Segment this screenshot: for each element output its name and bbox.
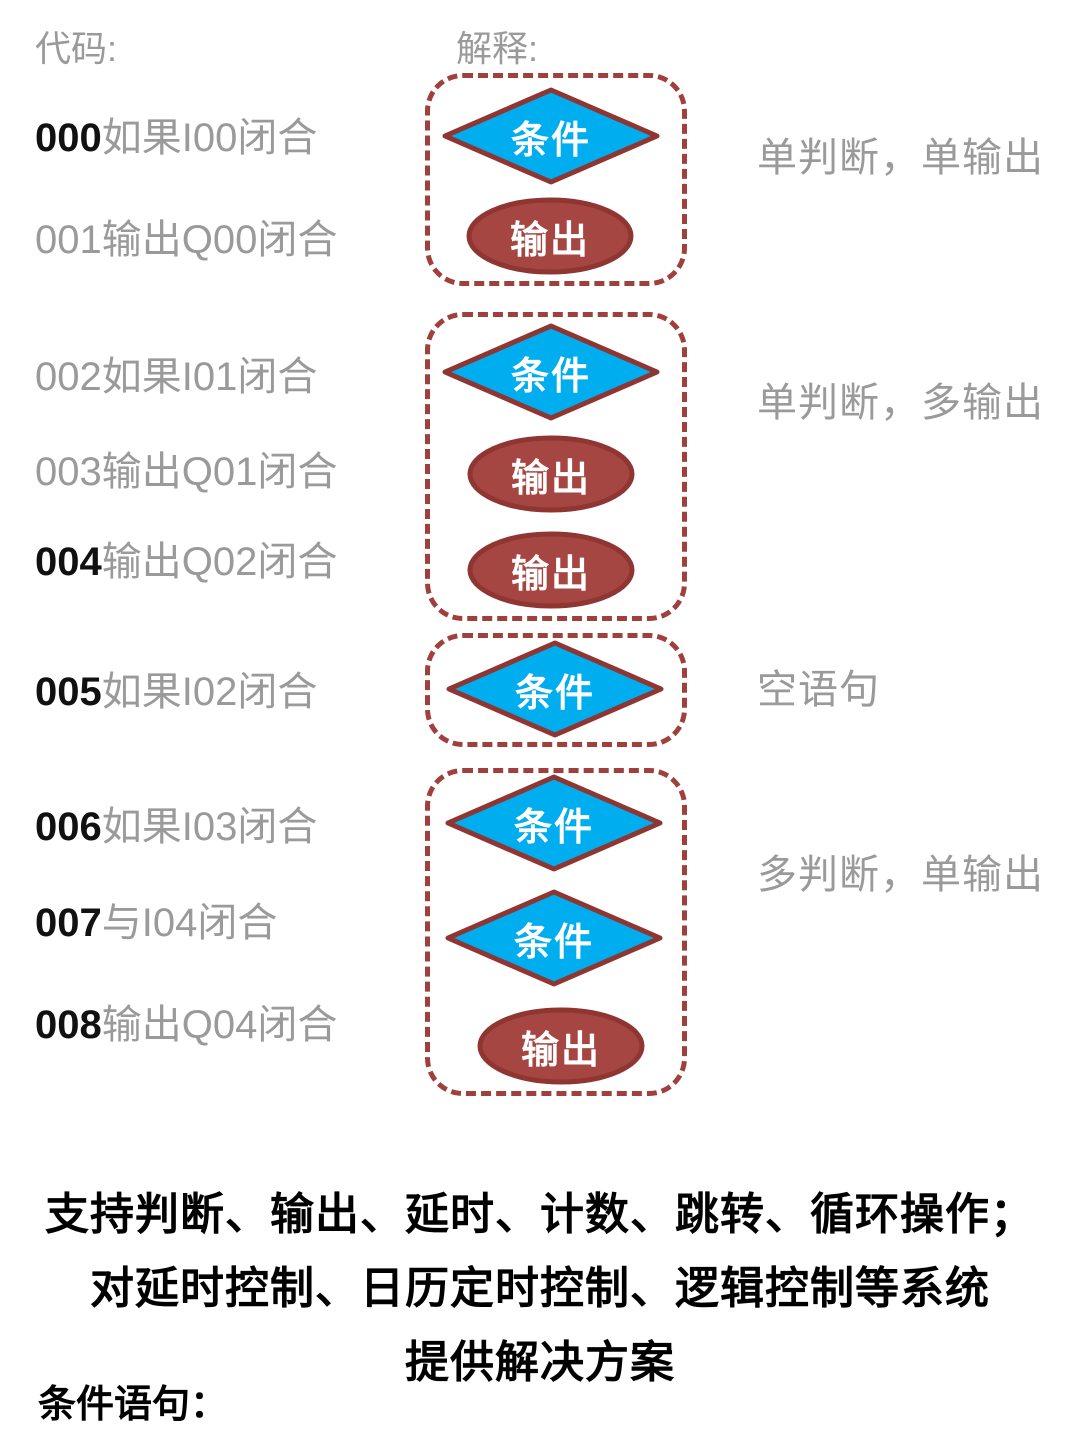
code-line-number: 003 <box>35 450 102 494</box>
diamond-shape-icon <box>442 87 660 185</box>
output-ellipse: 输出 <box>466 530 636 610</box>
code-line-008: 008输出Q04闭合 <box>35 1005 337 1045</box>
shape-label: 输出 <box>510 457 591 500</box>
code-line-number: 004 <box>35 540 102 584</box>
condition-diamond: 条件 <box>444 773 664 873</box>
code-line-007: 007与I04闭合 <box>35 903 277 943</box>
condition-diamond: 条件 <box>444 888 664 988</box>
flow-group-4: 条件 条件 输出 <box>425 768 687 1096</box>
condition-diamond: 条件 <box>445 639 665 739</box>
shape-label: 条件 <box>510 119 591 162</box>
flow-group-3: 条件 <box>425 633 687 747</box>
annotation-empty-statement: 空语句 <box>757 668 880 712</box>
section-title-condition-statement: 条件语句： <box>38 1384 229 1426</box>
code-line-text: 输出Q01闭合 <box>101 450 338 494</box>
code-line-text: 如果I00闭合 <box>101 116 318 160</box>
ellipse-shape-icon <box>466 197 634 275</box>
code-line-text: 输出Q02闭合 <box>101 540 338 584</box>
code-line-002: 002如果I01闭合 <box>35 357 317 397</box>
feature-summary-paragraph: 支持判断、输出、延时、计数、跳转、循环操作； 对延时控制、日历定时控制、逻辑控制… <box>0 1178 1080 1400</box>
code-line-number: 007 <box>35 901 102 945</box>
output-ellipse: 输出 <box>476 1006 646 1086</box>
code-line-number: 000 <box>35 116 102 160</box>
shape-label: 条件 <box>510 355 591 398</box>
output-ellipse: 输出 <box>466 434 636 514</box>
annotation-single-judge-single-output: 单判断，单输出 <box>757 136 1044 180</box>
code-line-text: 与I04闭合 <box>101 901 278 945</box>
shape-label: 输出 <box>510 553 591 596</box>
code-line-number: 001 <box>35 218 102 262</box>
annotation-multi-judge-single-output: 多判断，单输出 <box>757 853 1044 897</box>
code-line-text: 输出Q04闭合 <box>101 1003 338 1047</box>
code-line-number: 006 <box>35 805 102 849</box>
shape-label: 条件 <box>513 806 594 849</box>
diamond-shape-icon <box>446 640 664 738</box>
code-line-text: 如果I02闭合 <box>101 670 318 714</box>
code-line-005: 005如果I02闭合 <box>35 672 317 712</box>
condition-diamond: 条件 <box>441 86 661 186</box>
diamond-shape-icon <box>445 774 663 872</box>
diamond-shape-icon <box>445 889 663 987</box>
flow-group-2: 条件 输出 输出 <box>425 312 687 621</box>
code-line-000: 000如果I00闭合 <box>35 118 317 158</box>
condition-diamond: 条件 <box>441 322 661 422</box>
output-ellipse: 输出 <box>465 196 635 276</box>
code-line-number: 002 <box>35 355 102 399</box>
explain-column-header: 解释: <box>456 28 539 69</box>
summary-line: 提供解决方案 <box>405 1338 675 1387</box>
annotation-single-judge-multi-output: 单判断，多输出 <box>757 381 1044 425</box>
ellipse-shape-icon <box>467 531 635 609</box>
code-line-number: 008 <box>35 1003 102 1047</box>
shape-label: 输出 <box>520 1029 601 1072</box>
code-line-text: 如果I01闭合 <box>101 355 318 399</box>
ellipse-shape-icon <box>467 435 635 513</box>
code-line-003: 003输出Q01闭合 <box>35 452 337 492</box>
summary-line: 支持判断、输出、延时、计数、跳转、循环操作； <box>45 1190 1035 1239</box>
shape-label: 输出 <box>509 219 590 262</box>
code-line-number: 005 <box>35 670 102 714</box>
shape-label: 条件 <box>514 672 595 715</box>
code-column-header: 代码: <box>35 28 118 69</box>
code-line-text: 输出Q00闭合 <box>101 218 338 262</box>
ellipse-shape-icon <box>477 1007 645 1085</box>
flow-group-1: 条件 输出 <box>425 73 687 286</box>
summary-line: 对延时控制、日历定时控制、逻辑控制等系统 <box>90 1264 990 1313</box>
code-line-001: 001输出Q00闭合 <box>35 220 337 260</box>
code-line-004: 004输出Q02闭合 <box>35 542 337 582</box>
code-line-text: 如果I03闭合 <box>101 805 318 849</box>
code-line-006: 006如果I03闭合 <box>35 807 317 847</box>
diamond-shape-icon <box>442 323 660 421</box>
shape-label: 条件 <box>513 921 594 964</box>
